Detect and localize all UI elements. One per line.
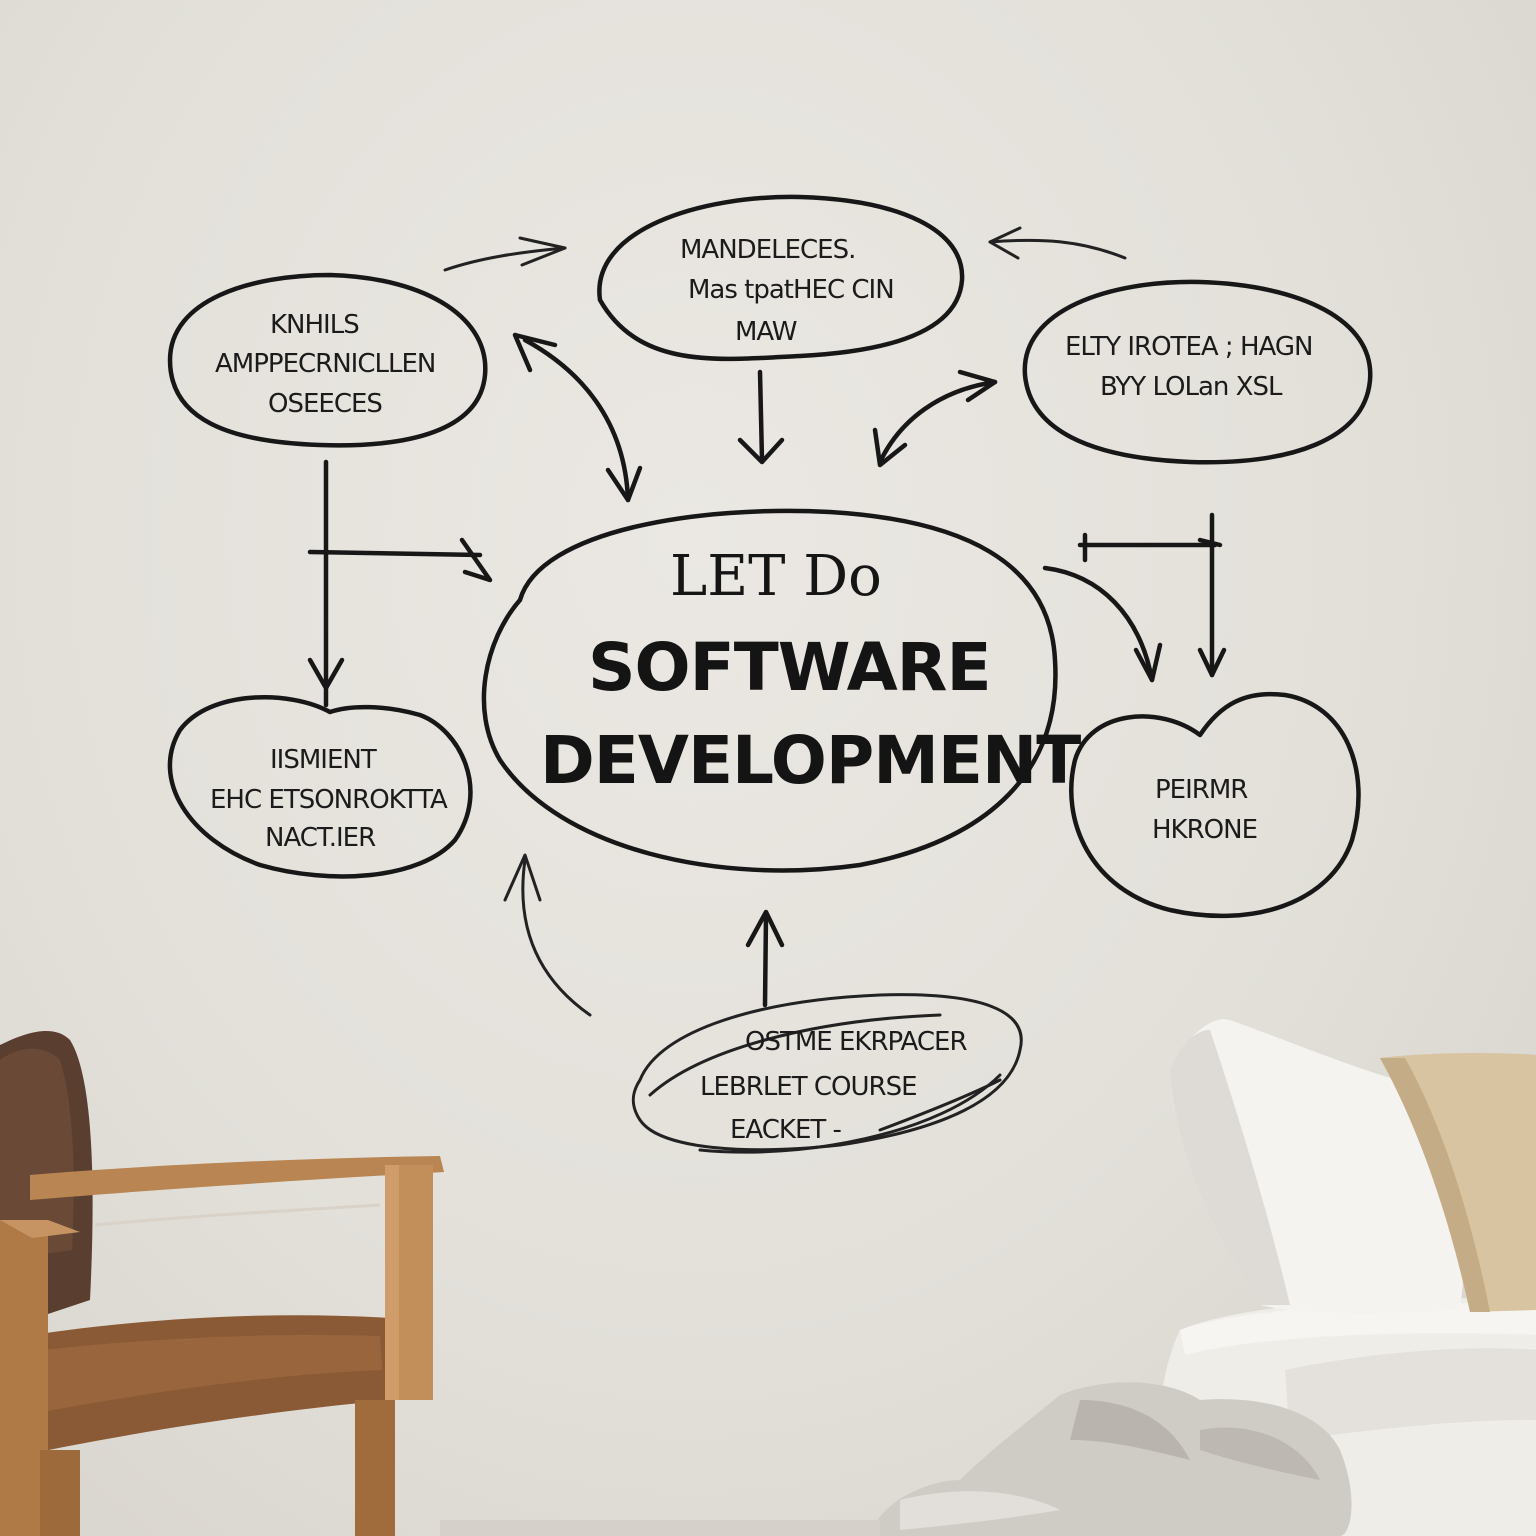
bubble-top-line2: Mas tpatHEC CIN (688, 275, 894, 305)
arrow-right-to-top (988, 238, 1127, 260)
arrow-bottom-to-center (762, 912, 769, 1008)
bubble-top-left: KNHILS AMPPECRNICLLEN OSEECES (167, 272, 488, 448)
bubble-left-line1: IISMIENT (270, 745, 377, 775)
bubble-bottom-line3: EACKET - (730, 1115, 842, 1145)
bubble-bottom-right: PEIRMR HKRONE (1069, 691, 1361, 919)
bubble-bottom-right-line1: PEIRMR (1155, 775, 1248, 805)
arrow-center-to-bottomright (1042, 565, 1155, 683)
bubble-top-left-line3: OSEECES (268, 389, 382, 419)
bubble-top-left-line2: AMPPECRNICLLEN (215, 349, 435, 379)
bubble-top-line1: MANDELECES. (680, 235, 855, 265)
arrow-bottomleft-to-center (521, 858, 592, 1017)
bubble-bottom: OSTME EKRPACER LEBRLET COURSE EACKET - (631, 993, 1023, 1154)
bubble-bottom-line1: OSTME EKRPACER (745, 1027, 967, 1057)
armchair (0, 1030, 444, 1536)
bubble-left-line2: EHC ETSONROKTTA (210, 785, 448, 815)
bubble-right-line2: BYY LOLan XSL (1100, 372, 1283, 402)
arrow-right-to-center (877, 379, 998, 465)
center-node: LET Do SOFTWARE DEVELOPMENT (481, 508, 1082, 873)
center-title-line1: SOFTWARE (588, 629, 991, 706)
bubble-left: IISMIENT EHC ETSONROKTTA NACT.IER (167, 695, 473, 879)
bubble-top-line3: MAW (735, 317, 797, 347)
arrows (307, 226, 1227, 1017)
bubble-bottom-right-line2: HKRONE (1152, 815, 1257, 845)
arrow-top-to-center (757, 369, 765, 463)
bubble-left-line3: NACT.IER (265, 823, 376, 853)
arrow-topleft-to-top (443, 246, 567, 272)
arrow-branch-to-center (307, 549, 483, 558)
bubble-right: ELTY IROTEA ; HAGN BYY LOLan XSL (1022, 279, 1373, 465)
bubble-top-left-line1: KNHILS (270, 310, 359, 340)
bubble-right-line1: ELTY IROTEA ; HAGN (1065, 332, 1312, 362)
bubble-top: MANDELECES. Mas tpatHEC CIN MAW (597, 194, 965, 362)
arrow-topleft-to-center (522, 337, 631, 503)
bubble-bottom-line2: LEBRLET COURSE (700, 1072, 917, 1102)
baseboard (440, 1520, 880, 1536)
sofa (870, 1019, 1536, 1536)
center-title-line2: DEVELOPMENT (540, 722, 1081, 799)
center-scribble: LET Do (670, 544, 882, 609)
